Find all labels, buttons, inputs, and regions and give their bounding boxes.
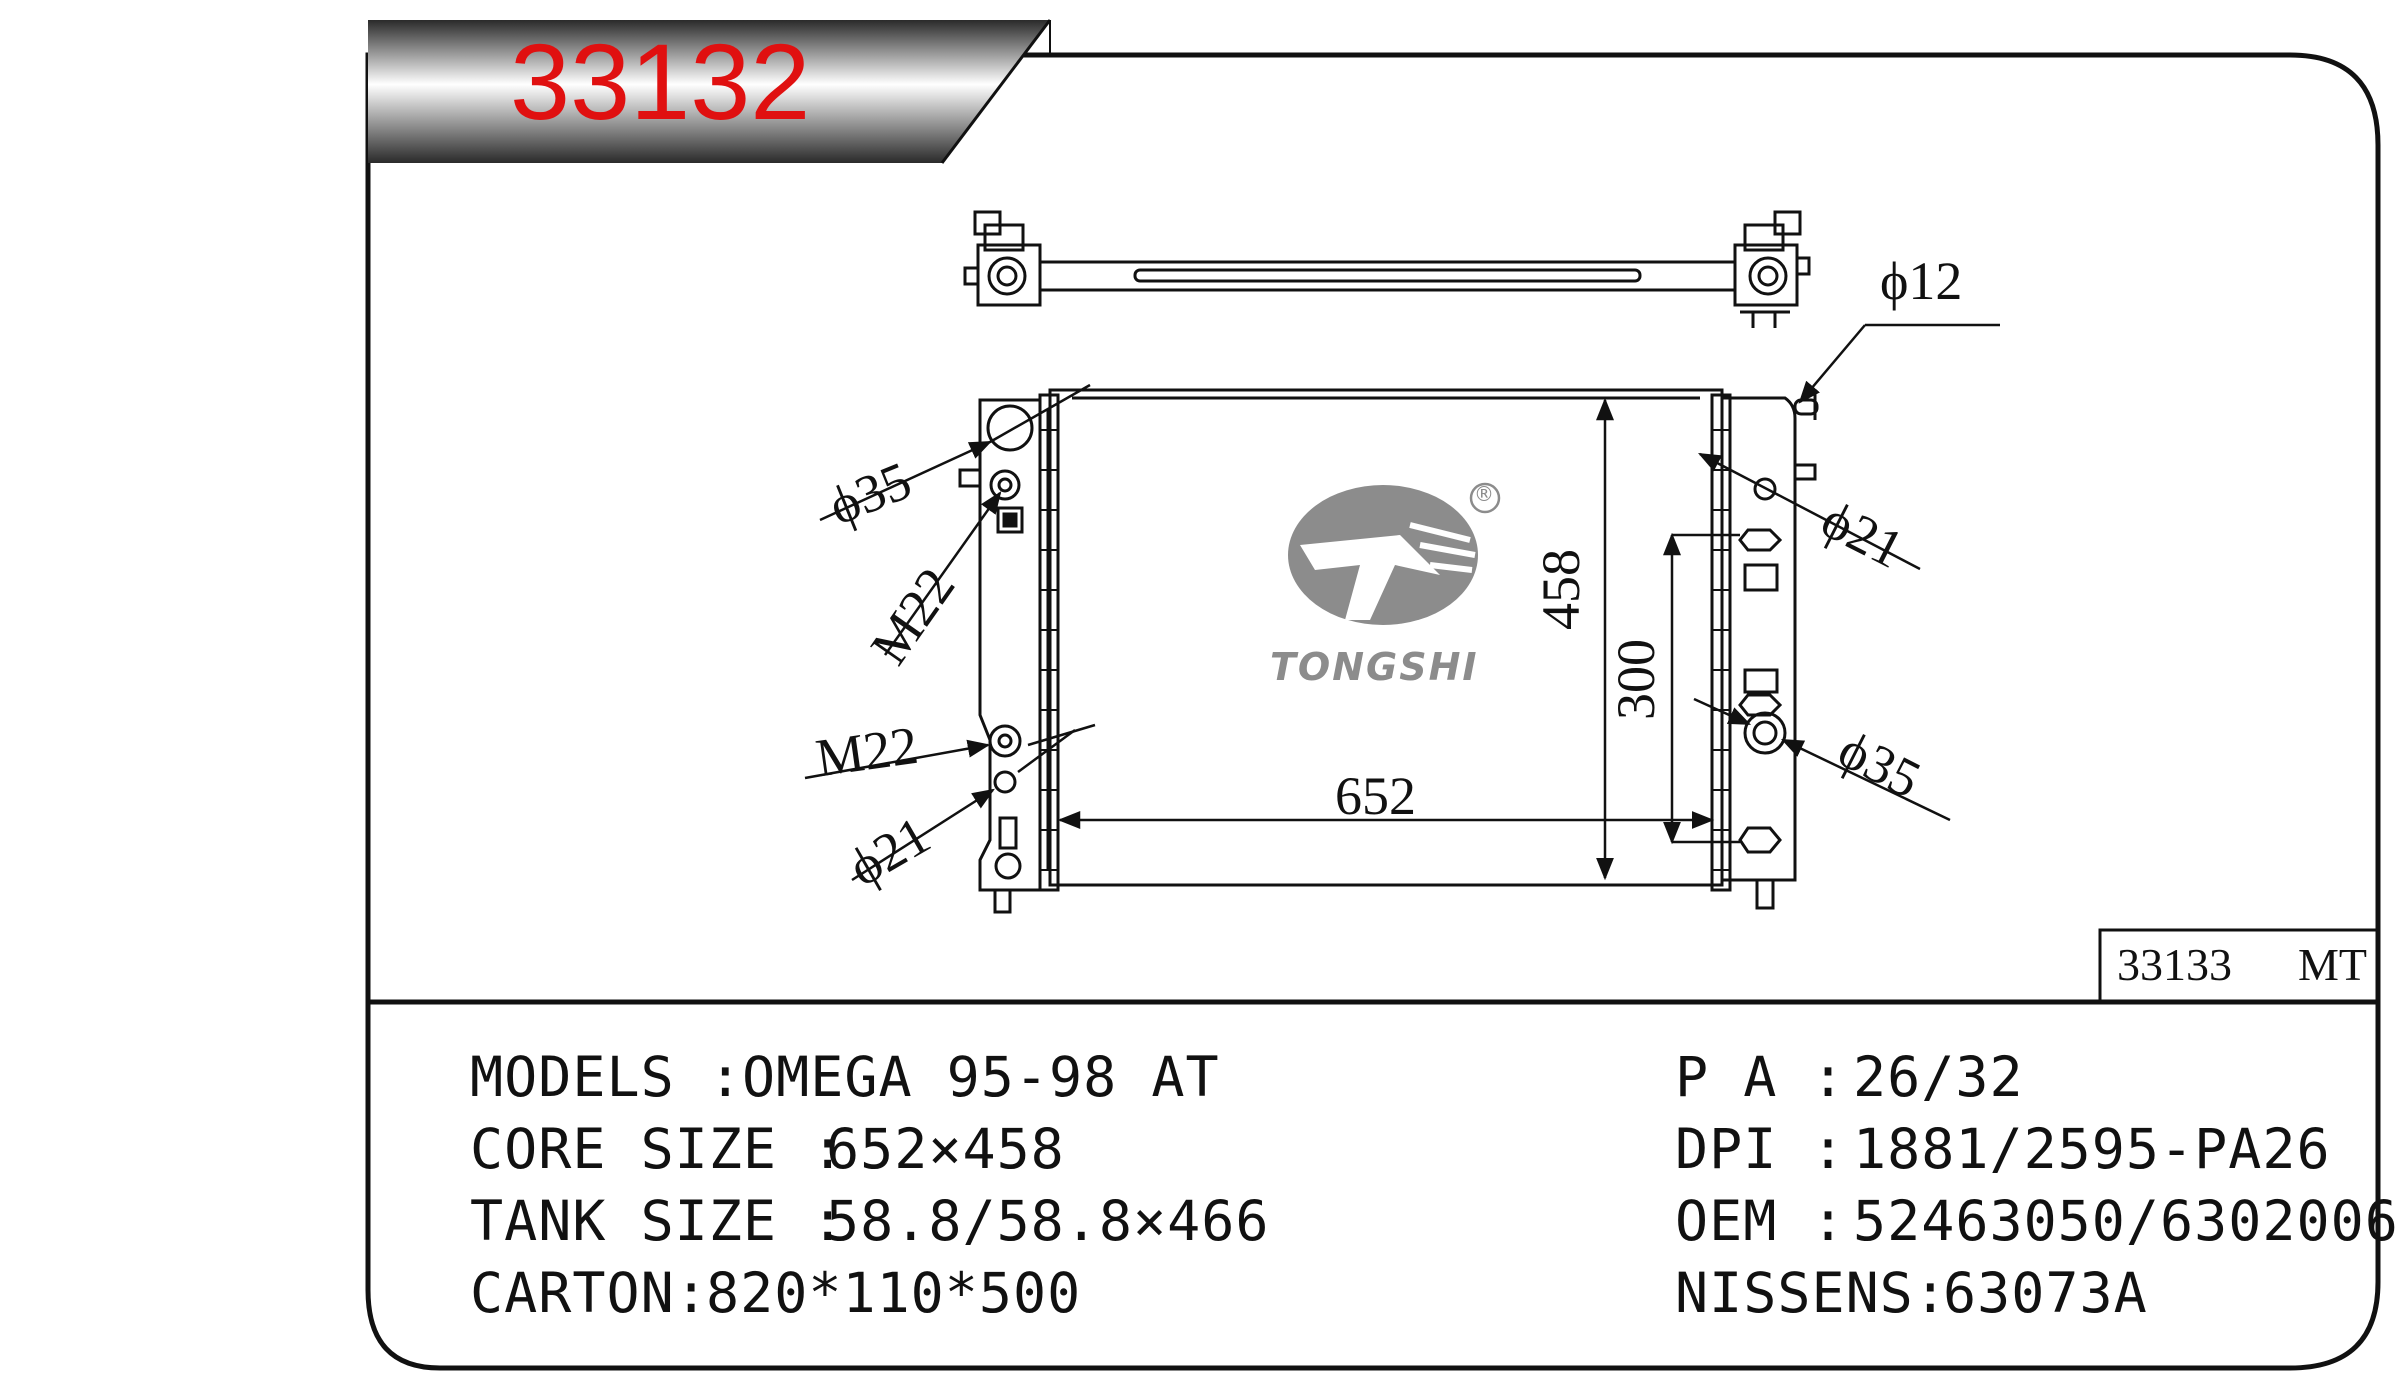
nissens-value: 63073A [1943,1261,2148,1325]
carton-label: CARTON: [470,1261,709,1325]
dim-d12: ϕ12 [1880,251,1963,311]
tongshi-logo [1288,482,1501,625]
part-number-title: 33132 [510,21,811,142]
core-size-label: CORE SIZE : [470,1117,846,1181]
pa-value: 26/32 [1853,1045,2024,1109]
dpi-label: DPI : [1675,1117,1846,1181]
dim-inner-height: 300 [1606,639,1666,720]
tank-size-label: TANK SIZE : [470,1189,846,1253]
radiator-top-view [963,210,1811,328]
oem-label: OEM : [1675,1189,1846,1253]
models-value: OMEGA 95-98 AT [742,1045,1220,1109]
carton-value: 820*110*500 [706,1261,1082,1325]
dpi-value: 1881/2595-PA26 [1853,1117,2331,1181]
tank-size-value: 58.8/58.8×466 [826,1189,1270,1253]
dimension-lines [804,323,2000,882]
logo-brand-text: TONGSHI [1270,645,1479,689]
variant-code: 33133 [2117,939,2232,990]
dim-core-height: 458 [1531,549,1591,630]
oem-value: 52463050/6302006 [1853,1189,2399,1253]
title-banner [368,20,1050,163]
pa-label: P A : [1675,1045,1846,1109]
nissens-label: NISSENS: [1675,1261,1948,1325]
variant-box [2098,928,2380,1004]
logo-registered-mark: ® [1474,482,1494,506]
core-size-value: 652×458 [826,1117,1065,1181]
models-label: MODELS : [470,1045,743,1109]
dim-core-width: 652 [1335,766,1416,826]
outer-frame [365,52,2381,1371]
variant-type: MT [2298,939,2367,990]
